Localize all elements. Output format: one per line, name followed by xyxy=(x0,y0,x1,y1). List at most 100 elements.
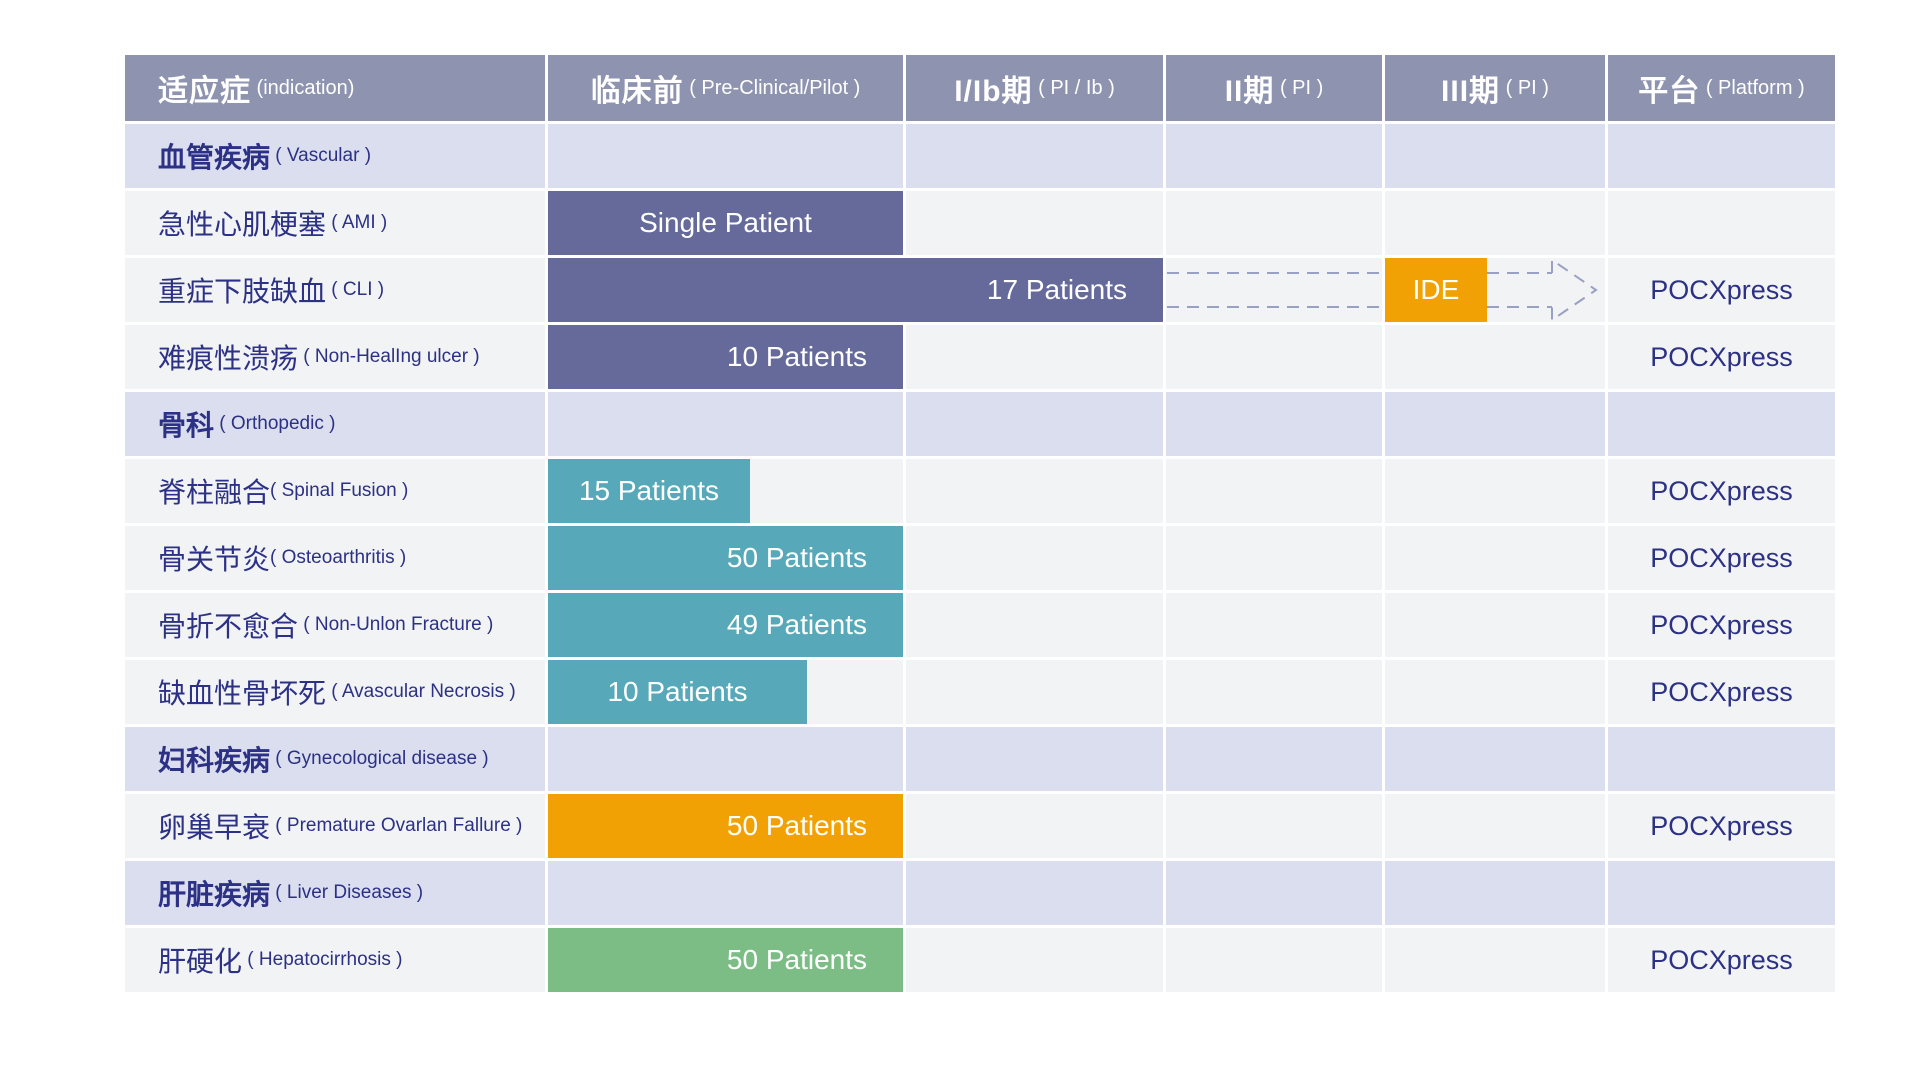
empty-stage-cell xyxy=(906,727,1163,791)
empty-stage-cell xyxy=(1385,928,1605,992)
column-header-en: ( Pre-Clinical/Pilot ) xyxy=(683,76,861,99)
empty-stage-cell xyxy=(1166,459,1382,523)
dashed-arrow-graphic xyxy=(1167,258,1598,322)
indication-zh: 肝硬化 xyxy=(158,946,243,977)
stage-bar-label: 10 Patients xyxy=(726,341,867,372)
stage-bar: 15 Patients xyxy=(548,459,750,523)
column-header: III期 ( PI ) xyxy=(1385,55,1605,121)
column-header: 平台 ( Platform ) xyxy=(1608,55,1835,121)
indication-zh: 脊柱融合 xyxy=(158,477,271,508)
empty-stage-cell xyxy=(1608,861,1835,925)
platform-name: POCXpress xyxy=(1650,542,1793,573)
column-header: II期 ( PI ) xyxy=(1166,55,1382,121)
platform-cell: POCXpress xyxy=(1608,593,1835,657)
stage-bar-label: 50 Patients xyxy=(726,944,867,975)
stage-bar-label: 15 Patients xyxy=(578,475,720,506)
indication-zh: 骨折不愈合 xyxy=(158,611,299,642)
stage-bar: 50 Patients xyxy=(548,794,903,858)
stage-bar: 10 Patients xyxy=(548,325,903,389)
empty-stage-cell xyxy=(1166,258,1382,322)
stage-bar-label: 10 Patients xyxy=(607,676,748,707)
column-header-en: (indication) xyxy=(251,76,355,99)
indication-en: ( Non-Unlon Fracture ) xyxy=(298,614,494,635)
empty-stage-cell xyxy=(1166,861,1382,925)
empty-stage-cell xyxy=(548,727,903,791)
empty-stage-cell xyxy=(1385,526,1605,590)
empty-stage-cell xyxy=(1166,928,1382,992)
indication-label-cell: 妇科疾病 ( Gynecological disease ) xyxy=(125,727,545,791)
indication-label-cell: 骨折不愈合 ( Non-Unlon Fracture ) xyxy=(125,593,545,657)
platform-cell: POCXpress xyxy=(1608,258,1835,322)
empty-stage-cell xyxy=(906,526,1163,590)
column-header-zh: III期 xyxy=(1441,75,1501,108)
indication-zh: 急性心肌梗塞 xyxy=(158,209,327,240)
empty-stage-cell xyxy=(1385,660,1605,724)
indication-row: 肝硬化 ( Hepatocirrhosis ) POCXpress 50 Patie… xyxy=(125,928,1835,992)
indication-en: ( Hepatocirrhosis ) xyxy=(242,949,403,970)
ide-label: IDE xyxy=(1412,274,1460,305)
empty-stage-cell xyxy=(548,861,903,925)
indication-en: ( Spinal Fusion ) xyxy=(270,480,409,501)
stage-bar-label: 17 Patients xyxy=(986,274,1127,305)
indication-label-cell: 难痕性溃疡 ( Non-HealIng ulcer ) xyxy=(125,325,545,389)
empty-stage-cell xyxy=(906,593,1163,657)
empty-stage-cell xyxy=(1166,325,1382,389)
indication-row: 骨关节炎( Osteoarthritis ) POCXpress 50 Patien… xyxy=(125,526,1835,590)
stage-bar: 50 Patients xyxy=(548,928,903,992)
indication-label-cell: 肝硬化 ( Hepatocirrhosis ) xyxy=(125,928,545,992)
empty-stage-cell xyxy=(1385,191,1605,255)
column-header-zh: II期 xyxy=(1224,75,1275,108)
indication-zh: 重症下肢缺血 xyxy=(158,276,327,307)
empty-stage-cell xyxy=(1385,124,1605,188)
empty-stage-cell xyxy=(906,124,1163,188)
indication-label-cell: 卵巢早衰 ( Premature Ovarlan Fallure ) xyxy=(125,794,545,858)
platform-name: POCXpress xyxy=(1650,274,1793,305)
indication-en: ( Orthopedic ) xyxy=(214,413,336,434)
indication-en: ( Osteoarthritis ) xyxy=(270,547,407,568)
empty-stage-cell xyxy=(1166,392,1382,456)
empty-stage-cell xyxy=(1166,727,1382,791)
indication-en: ( CLI ) xyxy=(326,279,385,300)
indication-label-cell: 急性心肌梗塞 ( AMI ) xyxy=(125,191,545,255)
platform-cell: POCXpress xyxy=(1608,526,1835,590)
indication-label-cell: 骨关节炎( Osteoarthritis ) xyxy=(125,526,545,590)
section-row: 妇科疾病 ( Gynecological disease ) xyxy=(125,727,1835,791)
platform-name: POCXpress xyxy=(1650,944,1793,975)
column-header-en: ( Platform ) xyxy=(1700,76,1805,99)
empty-stage-cell xyxy=(906,794,1163,858)
platform-cell: POCXpress xyxy=(1608,794,1835,858)
indication-en: ( Premature Ovarlan Fallure ) xyxy=(270,815,523,836)
empty-stage-cell xyxy=(906,928,1163,992)
stage-bar: 50 Patients xyxy=(548,526,903,590)
empty-stage-cell xyxy=(1385,593,1605,657)
empty-stage-cell xyxy=(906,861,1163,925)
indication-zh: 妇科疾病 xyxy=(158,745,271,776)
platform-cell: POCXpress xyxy=(1608,325,1835,389)
platform-name: POCXpress xyxy=(1650,609,1793,640)
section-row: 血管疾病 ( Vascular ) xyxy=(125,124,1835,188)
column-header-zh: I/Ib期 xyxy=(954,75,1033,108)
indication-en: ( Avascular Necrosis ) xyxy=(326,681,516,702)
ide-dashed-arrow: IDE xyxy=(1166,258,1605,322)
empty-stage-cell xyxy=(906,191,1163,255)
empty-stage-cell xyxy=(1608,124,1835,188)
empty-stage-cell xyxy=(1385,392,1605,456)
column-header-zh: 适应症 xyxy=(158,75,251,108)
indication-en: ( Non-HealIng ulcer ) xyxy=(298,346,480,367)
empty-stage-cell xyxy=(906,325,1163,389)
platform-cell: POCXpress xyxy=(1608,928,1835,992)
platform-name: POCXpress xyxy=(1650,475,1793,506)
platform-cell: POCXpress xyxy=(1608,660,1835,724)
header-row: 适应症 (indication)临床前 ( Pre-Clinical/Pilot… xyxy=(125,55,1835,121)
ide-milestone-box: IDE xyxy=(1385,258,1487,322)
empty-stage-cell xyxy=(548,392,903,456)
platform-cell xyxy=(1608,191,1835,255)
column-header-en: ( PI ) xyxy=(1274,76,1324,99)
indication-zh: 卵巢早衰 xyxy=(158,812,271,843)
empty-stage-cell xyxy=(1166,794,1382,858)
indication-zh: 骨科 xyxy=(158,410,215,441)
column-header-en: ( PI ) xyxy=(1500,76,1549,99)
indication-row: 卵巢早衰 ( Premature Ovarlan Fallure ) POCXpr… xyxy=(125,794,1835,858)
